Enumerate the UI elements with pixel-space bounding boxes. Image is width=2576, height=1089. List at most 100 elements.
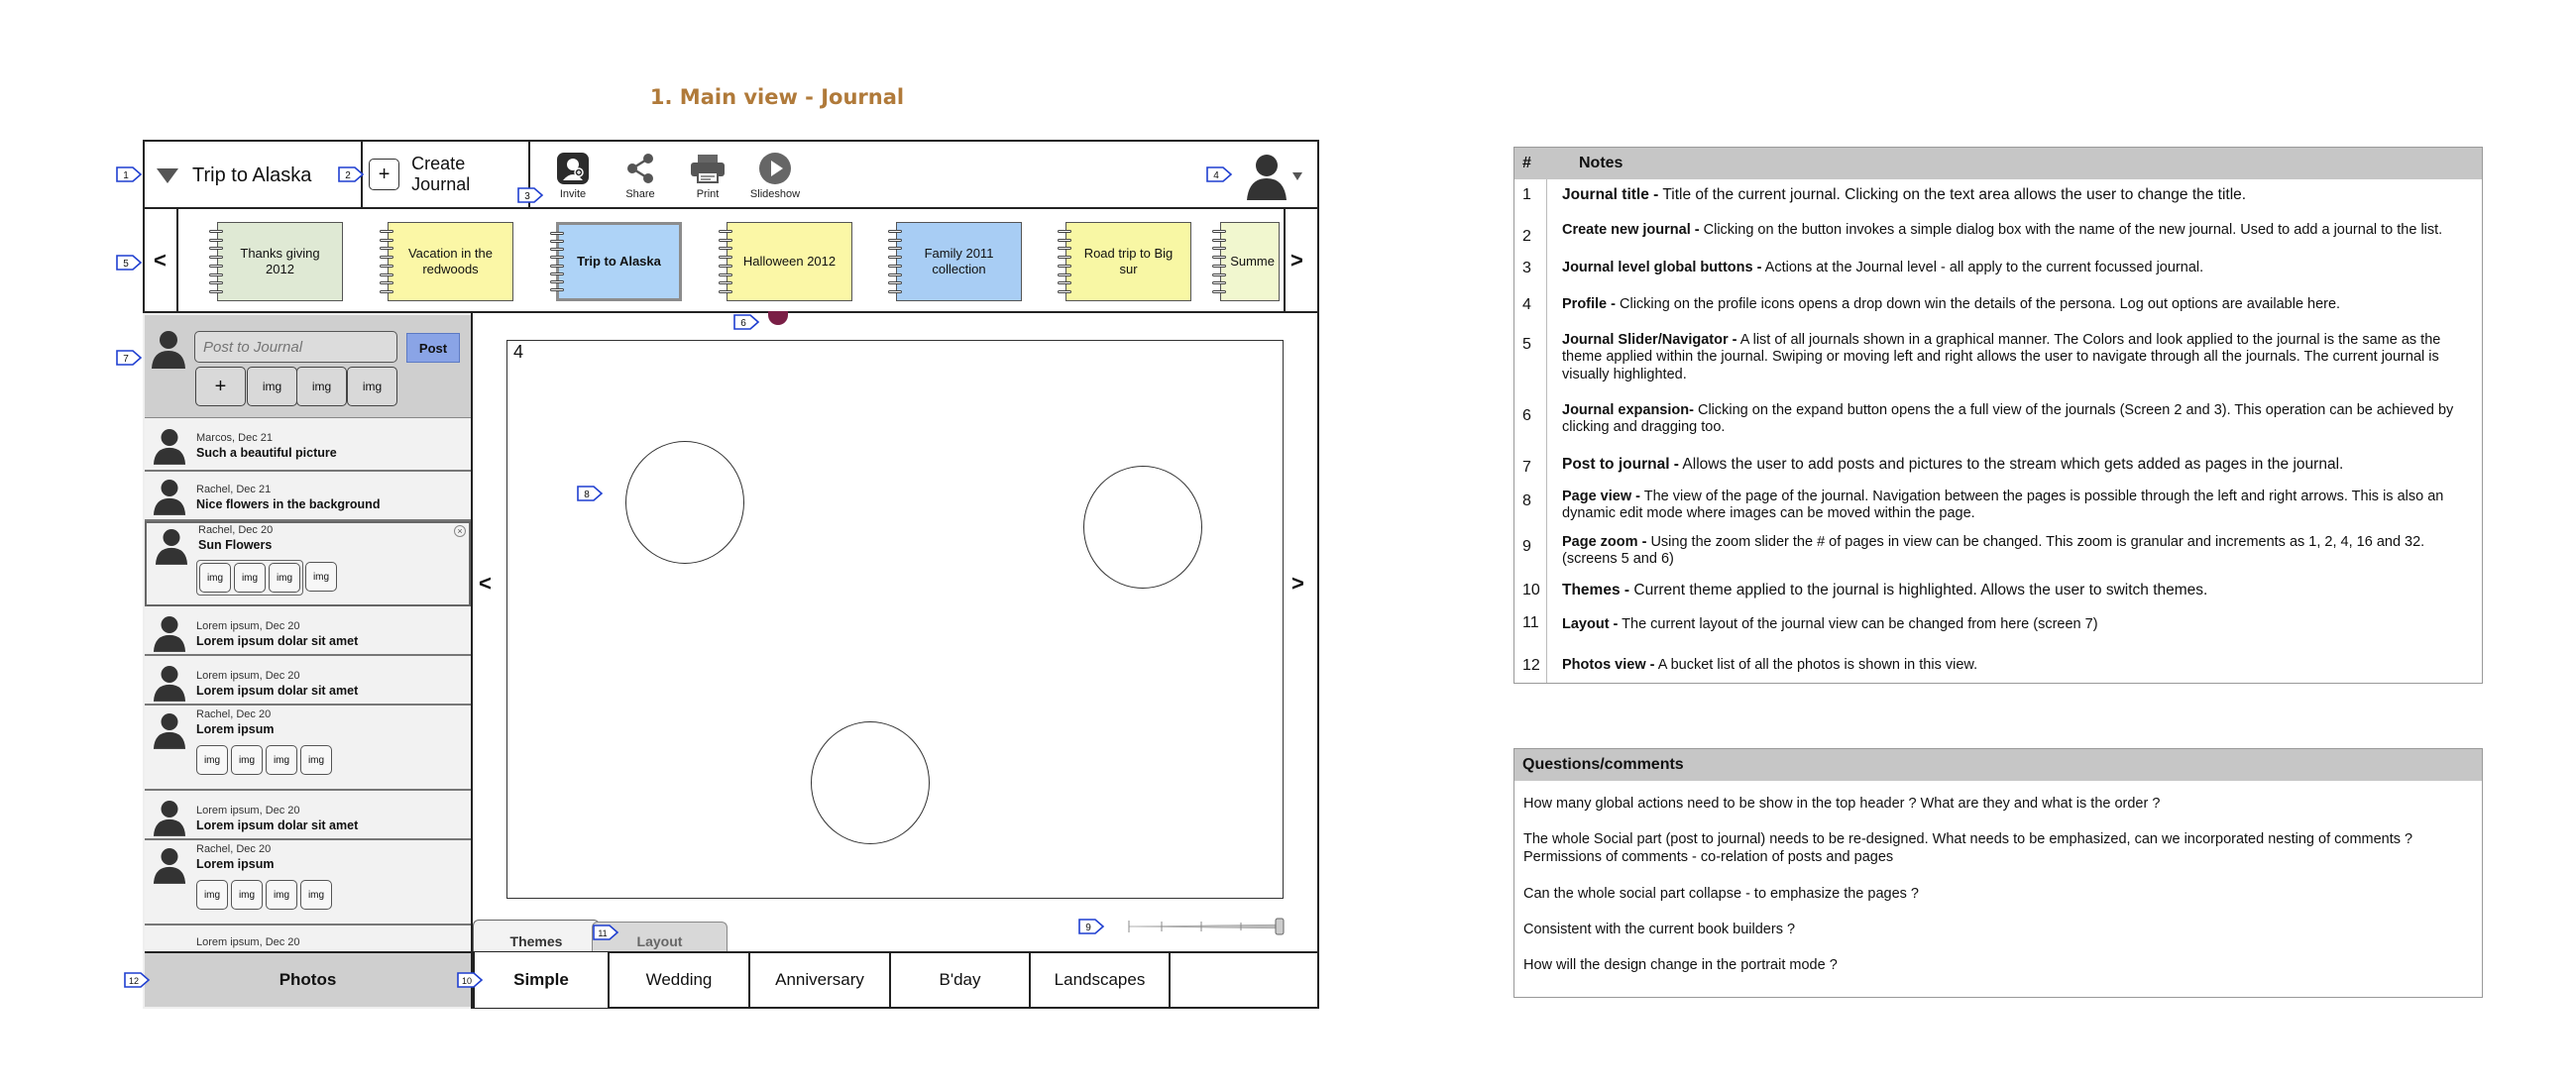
post-to-journal-input[interactable]: [194, 331, 397, 363]
img-thumb[interactable]: img: [196, 745, 228, 775]
img-thumb[interactable]: img: [234, 563, 266, 593]
slideshow-label: Slideshow: [749, 188, 801, 200]
feed-item[interactable]: Lorem ipsum, Dec 20: [145, 926, 471, 951]
feed-item[interactable]: Lorem ipsum, Dec 20 Lorem ipsum dolar si…: [145, 606, 471, 656]
add-attachment-button[interactable]: +: [195, 367, 246, 406]
photos-button[interactable]: Photos: [145, 951, 471, 1007]
callout-number: 5: [123, 259, 129, 270]
page-zoom-slider[interactable]: [1127, 917, 1286, 936]
img-thumb[interactable]: img: [305, 562, 337, 592]
journal-card[interactable]: Halloween 2012: [719, 222, 852, 301]
spiral-binding: [209, 227, 223, 296]
note-title: Journal level global buttons -: [1562, 260, 1762, 275]
img-thumb[interactable]: img: [269, 563, 300, 593]
journal-card-active[interactable]: Trip to Alaska: [550, 222, 682, 301]
profile-menu[interactable]: [1245, 151, 1304, 200]
profile-avatar-icon[interactable]: [1245, 151, 1304, 200]
theme-option[interactable]: Wedding: [610, 952, 750, 1008]
img-thumb[interactable]: img: [199, 563, 231, 593]
journal-card[interactable]: Thanks giving 2012: [209, 222, 343, 301]
note-title: Page zoom -: [1562, 534, 1647, 550]
feed-author: Marcos, Dec 21: [196, 432, 274, 444]
note-title: Profile -: [1562, 296, 1616, 312]
theme-option[interactable]: B'day: [891, 952, 1031, 1008]
feed-item[interactable]: Rachel, Dec 20 Lorem ipsum img img img i…: [145, 840, 471, 926]
print-icon: [676, 151, 739, 186]
img-thumb[interactable]: img: [347, 367, 397, 406]
img-thumb[interactable]: img: [300, 880, 332, 910]
journal-card[interactable]: Vacation in the redwoods: [380, 222, 513, 301]
image-strip: img img img: [196, 560, 303, 596]
close-icon[interactable]: ×: [454, 525, 466, 537]
feed-item-selected[interactable]: Rachel, Dec 20 Sun Flowers × img img img…: [145, 521, 471, 606]
tab-layout[interactable]: Layout: [592, 922, 728, 951]
feed-text: Lorem ipsum dolar sit amet: [196, 634, 359, 648]
journal-card-label: Vacation in the redwoods: [407, 245, 494, 276]
post-button[interactable]: Post: [406, 333, 460, 363]
feed-item[interactable]: Marcos, Dec 21 Such a beautiful picture: [145, 419, 471, 472]
create-journal-button[interactable]: + Create Journal: [369, 154, 525, 194]
img-thumb[interactable]: img: [247, 367, 297, 406]
journal-card-label: Thanks giving 2012: [240, 245, 320, 276]
note-number: 12: [1522, 657, 1540, 674]
feed-author: Lorem ipsum, Dec 20: [196, 670, 300, 682]
journal-card[interactable]: Family 2011 collection: [888, 222, 1022, 301]
feed-text: Lorem ipsum dolar sit amet: [196, 818, 359, 832]
note-text: Title of the current journal. Clicking o…: [1662, 186, 2247, 203]
note-number: 5: [1522, 336, 1531, 353]
img-thumb[interactable]: img: [296, 367, 347, 406]
note-text: Clicking on the profile icons opens a dr…: [1620, 296, 2341, 312]
theme-option[interactable]: Anniversary: [750, 952, 891, 1008]
img-thumb[interactable]: img: [231, 745, 263, 775]
zoom-slider-thumb[interactable]: [1275, 918, 1285, 935]
image-placeholder[interactable]: [625, 441, 744, 564]
callout-number: 3: [524, 191, 530, 202]
journal-expand-handle[interactable]: [768, 311, 788, 325]
journal-card[interactable]: Road trip to Big sur: [1058, 222, 1191, 301]
spiral-binding: [380, 227, 393, 296]
img-thumb[interactable]: img: [231, 880, 263, 910]
image-placeholder[interactable]: [811, 721, 930, 844]
avatar-icon: [153, 713, 186, 749]
share-button[interactable]: Share: [609, 151, 672, 206]
image-strip: img: [305, 562, 337, 592]
question-item: Can the whole social part collapse - to …: [1523, 886, 1919, 902]
feed-item[interactable]: Rachel, Dec 21 Nice flowers in the backg…: [145, 472, 471, 521]
theme-option-selected[interactable]: Simple: [473, 952, 610, 1008]
img-thumb[interactable]: img: [266, 745, 297, 775]
invite-icon: [541, 151, 605, 186]
questions-header: Questions/comments: [1514, 749, 2482, 781]
image-placeholder[interactable]: [1083, 466, 1202, 589]
print-button[interactable]: Print: [676, 151, 739, 206]
callout-number: 11: [598, 928, 607, 938]
spiral-binding: [1212, 227, 1226, 296]
img-thumb[interactable]: img: [196, 880, 228, 910]
slider-next-arrow[interactable]: >: [1290, 248, 1303, 272]
img-thumb[interactable]: img: [266, 880, 297, 910]
journal-card[interactable]: Summe: [1212, 222, 1280, 301]
callout-number: 4: [1213, 170, 1219, 181]
spiral-binding: [1058, 227, 1071, 296]
dropdown-triangle-icon[interactable]: [157, 167, 178, 183]
avatar-icon: [151, 329, 186, 374]
invite-button[interactable]: Invite: [541, 151, 605, 206]
header-divider: [528, 142, 530, 207]
slider-prev-arrow[interactable]: <: [154, 248, 167, 272]
notes-column-divider: [1546, 179, 1547, 683]
feed-item[interactable]: Lorem ipsum, Dec 20 Lorem ipsum dolar si…: [145, 791, 471, 840]
journal-slider[interactable]: [143, 208, 1319, 313]
avatar-icon: [153, 616, 186, 652]
feed-item[interactable]: Lorem ipsum, Dec 20 Lorem ipsum dolar si…: [145, 656, 471, 706]
feed-item[interactable]: Rachel, Dec 20 Lorem ipsum img img img i…: [145, 706, 471, 791]
img-thumb[interactable]: img: [300, 745, 332, 775]
journal-title[interactable]: Trip to Alaska: [192, 163, 312, 186]
note-number: 9: [1522, 538, 1531, 555]
theme-option[interactable]: Landscapes: [1031, 952, 1171, 1008]
tab-themes[interactable]: Themes: [473, 920, 600, 951]
feed-author: Lorem ipsum, Dec 20: [196, 620, 300, 632]
slideshow-button[interactable]: Slideshow: [743, 151, 807, 206]
page-next-arrow[interactable]: >: [1291, 571, 1304, 596]
page-prev-arrow[interactable]: <: [479, 571, 492, 596]
journal-title-area[interactable]: Trip to Alaska: [151, 149, 359, 202]
feed-text: Lorem ipsum: [196, 722, 275, 736]
